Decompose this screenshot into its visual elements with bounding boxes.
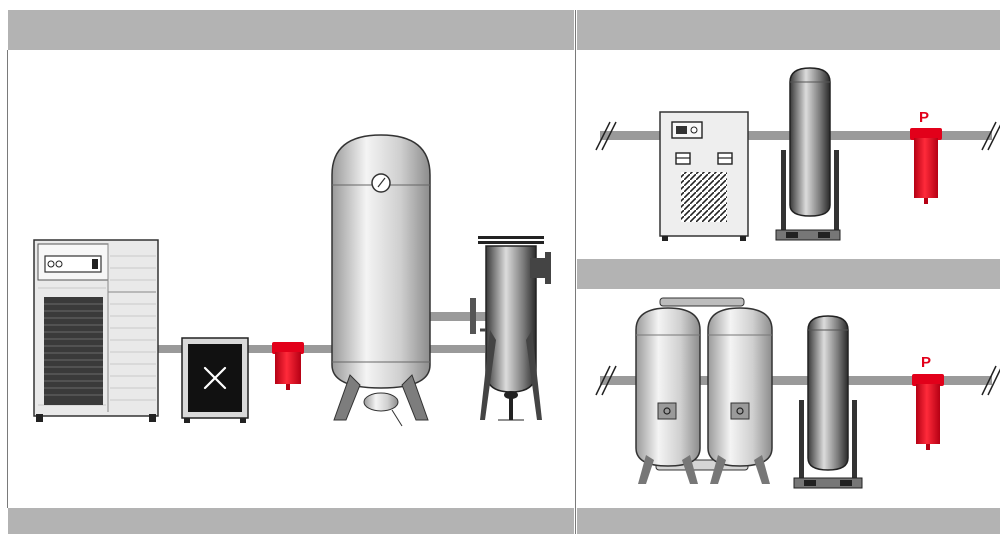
right-top-panel-header-band <box>577 10 1000 50</box>
bottom-right-particulate-filter: P <box>912 354 944 450</box>
aftercooler-unit <box>181 337 249 423</box>
left-panel-header-band <box>8 10 574 50</box>
desiccant-dryer-unit <box>635 297 773 484</box>
compressor-unit <box>33 239 159 422</box>
top-right-particulate-filter: P <box>910 109 942 204</box>
right-panel-footer-band <box>577 508 1000 534</box>
top-right-receiver-tank <box>775 67 841 241</box>
top-filter-label: P <box>919 109 929 126</box>
cyclone-separator <box>478 236 551 421</box>
pipe-flange <box>470 298 476 334</box>
left-panel-border <box>7 50 8 508</box>
left-particulate-filter <box>272 342 304 390</box>
air-receiver-tank <box>331 134 431 427</box>
right-middle-panel-header-band <box>577 259 1000 289</box>
left-panel-footer-band <box>8 508 574 534</box>
refrigerated-dryer-unit <box>659 111 749 241</box>
bottom-filter-label: P <box>921 354 931 371</box>
panel-divider <box>575 10 576 534</box>
bottom-right-receiver-tank <box>793 315 863 489</box>
